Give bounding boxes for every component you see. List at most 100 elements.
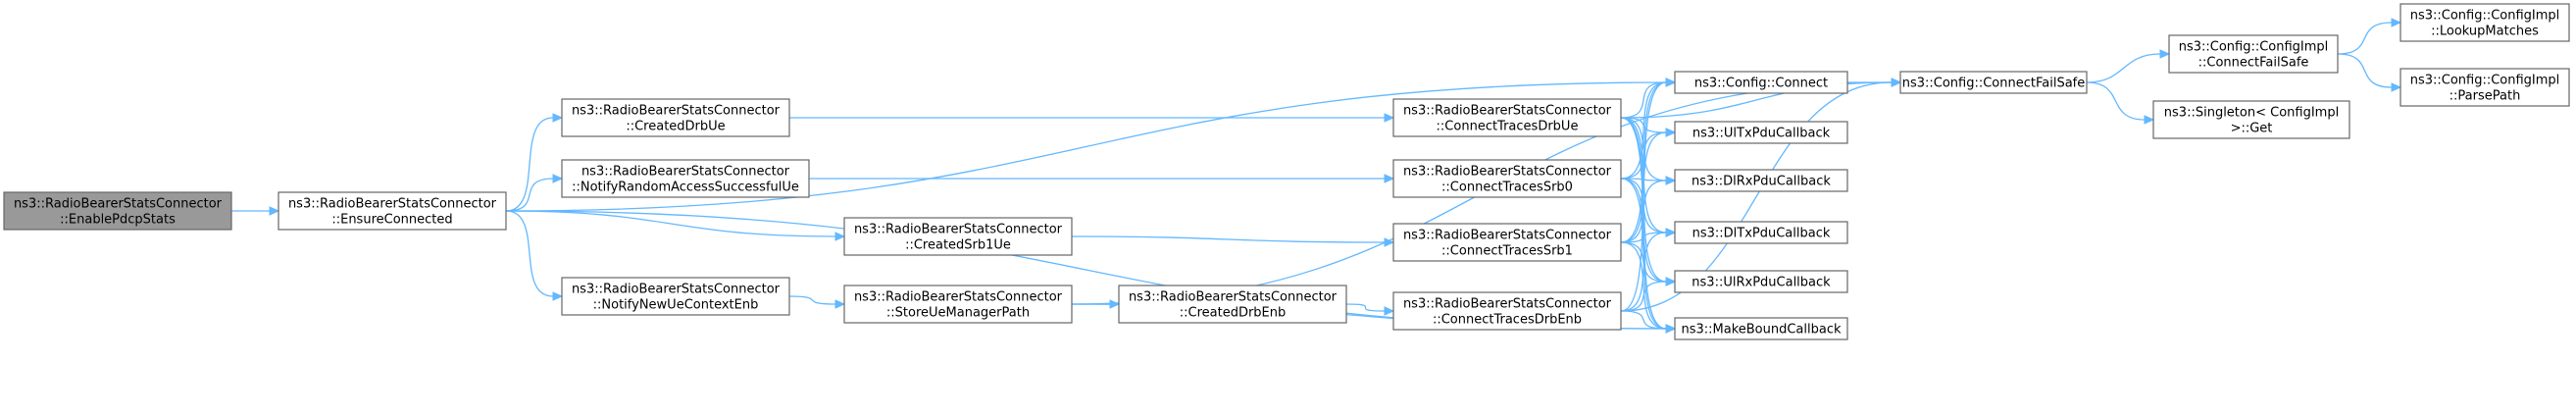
graph-edge xyxy=(1620,241,1667,283)
node-label: ns3::RadioBearerStatsConnector xyxy=(14,197,223,212)
edge-arrowhead xyxy=(552,113,564,123)
graph-node[interactable]: ns3::Config::ConfigImpl::ParsePath xyxy=(2399,68,2570,107)
graph-node[interactable]: ns3::Singleton< ConfigImpl >::Get xyxy=(2152,100,2350,139)
graph-edge xyxy=(1620,81,1667,312)
graph-node[interactable]: ns3::Config::ConnectFailSafe xyxy=(1899,71,2088,94)
graph-edge xyxy=(505,81,1667,212)
graph-nodes: ns3::RadioBearerStatsConnector::EnablePd… xyxy=(3,3,2570,340)
graph-node[interactable]: ns3::RadioBearerStatsConnector::ConnectT… xyxy=(1392,223,1622,262)
edge-arrowhead xyxy=(2144,115,2155,125)
graph-edge xyxy=(505,210,836,237)
graph-edge xyxy=(1620,310,1667,330)
graph-node[interactable]: ns3::RadioBearerStatsConnector::CreatedD… xyxy=(561,98,790,137)
node-box xyxy=(278,191,507,231)
graph-node[interactable]: ns3::Config::Connect xyxy=(1674,71,1848,94)
node-label: ns3::DlRxPduCallback xyxy=(1692,175,1831,189)
graph-edge xyxy=(505,210,554,297)
node-label: ::ConnectTracesSrb1 xyxy=(1441,244,1573,259)
graph-edge xyxy=(505,117,554,212)
node-label: ::ConnectFailSafe xyxy=(2198,56,2309,71)
graph-node[interactable]: ns3::RadioBearerStatsConnector::StoreUeM… xyxy=(843,285,1073,324)
node-label: ::EnablePdcpStats xyxy=(60,213,176,228)
node-label: ns3::RadioBearerStatsConnector xyxy=(854,223,1063,237)
node-label: ns3::DlTxPduCallback xyxy=(1692,227,1831,241)
node-label: ::CreatedDrbEnb xyxy=(1180,306,1287,321)
graph-node[interactable]: ns3::UlRxPduCallback xyxy=(1674,270,1848,293)
node-box xyxy=(2399,68,2570,107)
edge-arrowhead xyxy=(1665,324,1677,334)
node-box xyxy=(1392,291,1622,331)
graph-node[interactable]: ns3::RadioBearerStatsConnector::CreatedS… xyxy=(843,217,1073,256)
edge-arrowhead xyxy=(1665,78,1677,87)
node-label: ns3::UlRxPduCallback xyxy=(1692,276,1831,290)
edge-arrowhead xyxy=(1384,113,1395,123)
edge-arrowhead xyxy=(552,174,564,183)
edge-arrowhead xyxy=(269,206,280,216)
graph-node[interactable]: ns3::RadioBearerStatsConnector::CreatedD… xyxy=(1118,285,1347,324)
graph-edge xyxy=(1620,232,1667,312)
node-box xyxy=(561,159,810,198)
node-label: ::CreatedSrb1Ue xyxy=(905,238,1011,253)
graph-edge xyxy=(1620,178,1667,330)
edge-arrowhead xyxy=(1384,174,1395,183)
edge-arrowhead xyxy=(1665,176,1677,185)
node-label: ns3::RadioBearerStatsConnector xyxy=(288,197,497,212)
graph-node[interactable]: ns3::Config::ConfigImpl::ConnectFailSafe xyxy=(2168,34,2339,74)
node-label: ns3::RadioBearerStatsConnector xyxy=(1403,104,1612,119)
node-label: ::NotifyRandomAccessSuccessfulUe xyxy=(572,181,799,195)
node-box xyxy=(843,285,1073,324)
node-box xyxy=(1899,71,2088,94)
edge-arrowhead xyxy=(1665,277,1677,286)
node-label: ns3::Config::ConnectFailSafe xyxy=(1902,77,2086,91)
graph-edge xyxy=(2086,53,2161,83)
graph-edge xyxy=(2337,22,2393,55)
edge-arrowhead xyxy=(2159,49,2171,59)
edge-arrowhead xyxy=(2391,82,2402,92)
edge-arrowhead xyxy=(1665,228,1677,237)
node-box xyxy=(1392,223,1622,262)
node-label: ::CreatedDrbUe xyxy=(626,120,725,134)
node-label: ns3::RadioBearerStatsConnector xyxy=(1403,165,1612,180)
graph-edge xyxy=(505,178,554,212)
graph-node[interactable]: ns3::DlTxPduCallback xyxy=(1674,221,1848,244)
graph-node[interactable]: ns3::RadioBearerStatsConnector::ConnectT… xyxy=(1392,98,1622,137)
edge-arrowhead xyxy=(834,232,846,241)
edge-arrowhead xyxy=(1384,306,1395,316)
graph-edge xyxy=(1071,235,1386,243)
graph-node[interactable]: ns3::Config::ConfigImpl::LookupMatches xyxy=(2399,3,2570,42)
graph-edge xyxy=(1345,303,1386,312)
node-label: ::ConnectTracesDrbUe xyxy=(1437,120,1579,134)
node-label: ::EnsureConnected xyxy=(331,213,452,228)
node-label: ns3::RadioBearerStatsConnector xyxy=(572,283,781,297)
node-label: ns3::RadioBearerStatsConnector xyxy=(1403,297,1612,312)
node-label: >::Get xyxy=(2231,122,2273,136)
node-label: ::NotifyNewUeContextEnb xyxy=(593,298,759,313)
graph-node[interactable]: ns3::RadioBearerStatsConnector::ConnectT… xyxy=(1392,291,1622,331)
graph-node[interactable]: ns3::RadioBearerStatsConnector::EnsureCo… xyxy=(278,191,507,231)
node-label: ::ParsePath xyxy=(2450,89,2521,104)
graph-edge xyxy=(2337,53,2393,88)
node-label: ::ConnectTracesSrb0 xyxy=(1441,181,1573,195)
node-label: ns3::MakeBoundCallback xyxy=(1681,323,1842,337)
graph-node[interactable]: ns3::RadioBearerStatsConnector::NotifyRa… xyxy=(561,159,810,198)
node-label: ns3::Config::ConfigImpl xyxy=(2179,40,2329,55)
node-box xyxy=(1118,285,1347,324)
graph-node[interactable]: ns3::MakeBoundCallback xyxy=(1674,317,1848,340)
graph-node[interactable]: ns3::RadioBearerStatsConnector::EnablePd… xyxy=(3,191,232,231)
node-label: ns3::Config::ConfigImpl xyxy=(2410,9,2560,24)
node-label: ns3::Config::Connect xyxy=(1694,77,1828,91)
graph-edge xyxy=(1620,241,1667,330)
graph-edge xyxy=(1620,81,1893,312)
graph-node[interactable]: ns3::DlRxPduCallback xyxy=(1674,169,1848,192)
node-label: ns3::RadioBearerStatsConnector xyxy=(1129,290,1338,305)
node-box xyxy=(843,217,1073,256)
graph-node[interactable]: ns3::RadioBearerStatsConnector::NotifyNe… xyxy=(561,277,790,316)
node-box xyxy=(2152,100,2350,139)
graph-node[interactable]: ns3::UlTxPduCallback xyxy=(1674,121,1848,144)
node-box xyxy=(561,277,790,316)
graph-edge xyxy=(1620,81,1667,243)
edge-arrowhead xyxy=(1665,128,1677,137)
graph-node[interactable]: ns3::RadioBearerStatsConnector::ConnectT… xyxy=(1392,159,1622,198)
node-box xyxy=(1674,317,1848,340)
